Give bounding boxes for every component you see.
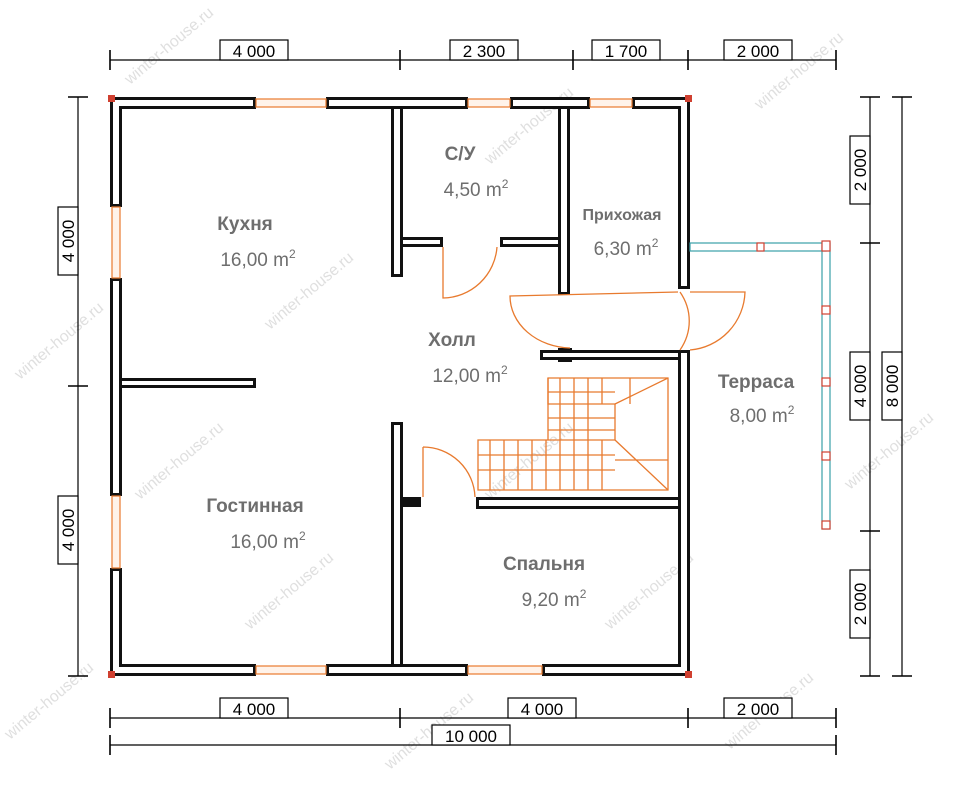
- window: [111, 206, 121, 279]
- entrance-door-leaf: [679, 291, 690, 351]
- railing-post: [821, 451, 831, 461]
- dimension-label: 1 700: [605, 42, 648, 61]
- windows: [111, 98, 633, 675]
- room-name-bathroom: С/У: [445, 144, 476, 165]
- doors: [422, 246, 746, 498]
- watermark: winter-house.ru: [121, 4, 217, 89]
- watermarks: winter-house.ru winter-house.ru winter-h…: [1, 4, 937, 774]
- wall: [403, 497, 421, 507]
- dimension-label: 2 000: [737, 700, 780, 719]
- railing-post: [821, 240, 831, 252]
- railing-post: [821, 377, 831, 387]
- railing-post: [821, 305, 831, 315]
- wall-fills: [113, 100, 687, 673]
- dimensions-right: 2 000 4 000 2 000 8 000: [849, 96, 912, 677]
- dimension-label: 4 000: [521, 700, 564, 719]
- room-area-kitchen: 16,00 m2: [220, 247, 296, 271]
- room-labels: Кухня 16,00 m2 С/У 4,50 m2 Прихожая 6,30…: [206, 144, 794, 611]
- room-name-bedroom: Спальня: [503, 554, 585, 575]
- room-name-kitchen: Кухня: [217, 214, 273, 235]
- room-name-living: Гостинная: [206, 496, 303, 517]
- watermark: winter-house.ru: [131, 419, 227, 504]
- watermark: winter-house.ru: [841, 409, 937, 494]
- window: [589, 98, 633, 108]
- dimension-label: 2 000: [851, 583, 870, 626]
- dimensions-left: 4 000 4 000: [57, 96, 88, 677]
- room-area-hallway: 6,30 m2: [594, 236, 659, 260]
- room-name-terrace: Терраса: [718, 372, 795, 393]
- dimension-label: 4 000: [233, 700, 276, 719]
- dimension-label: 4 000: [59, 220, 78, 263]
- corner-markers: [108, 95, 692, 678]
- room-area-hall: 12,00 m2: [432, 363, 508, 387]
- watermark: winter-house.ru: [11, 299, 107, 384]
- dimensions-top: 4 000 2 300 1 700 2 000: [109, 39, 837, 70]
- room-area-bedroom: 9,20 m2: [522, 587, 587, 611]
- railing-post: [821, 520, 831, 530]
- dimension-label: 4 000: [59, 509, 78, 552]
- window: [255, 98, 327, 108]
- room-area-living: 16,00 m2: [230, 529, 306, 553]
- railing-post: [756, 242, 765, 252]
- terrace-railing: [689, 240, 831, 530]
- entrance-door: [509, 291, 679, 349]
- dimension-label: 4 000: [851, 365, 870, 408]
- room-area-terrace: 8,00 m2: [730, 403, 795, 427]
- terrace-door: [689, 291, 746, 351]
- window: [255, 665, 327, 675]
- watermark: winter-house.ru: [481, 419, 577, 504]
- dimensions-bottom: 4 000 4 000 2 000 10 000: [109, 697, 837, 755]
- dimension-total: 10 000: [445, 727, 497, 746]
- watermark: winter-house.ru: [241, 549, 337, 634]
- watermark: winter-house.ru: [1, 659, 97, 744]
- dimension-label: 4 000: [233, 42, 276, 61]
- dimension-label: 2 000: [851, 149, 870, 192]
- room-area-bathroom: 4,50 m2: [444, 177, 509, 201]
- living-door: [422, 446, 476, 498]
- window: [467, 98, 511, 108]
- window: [111, 495, 121, 569]
- staircase: [477, 377, 669, 491]
- room-name-hallway: Прихожая: [583, 207, 662, 224]
- room-name-hall: Холл: [428, 330, 476, 351]
- dimension-label: 2 000: [737, 42, 780, 61]
- bathroom-door: [442, 246, 498, 299]
- dimension-total: 8 000: [883, 365, 902, 408]
- window: [467, 665, 543, 675]
- dimension-label: 2 300: [463, 42, 506, 61]
